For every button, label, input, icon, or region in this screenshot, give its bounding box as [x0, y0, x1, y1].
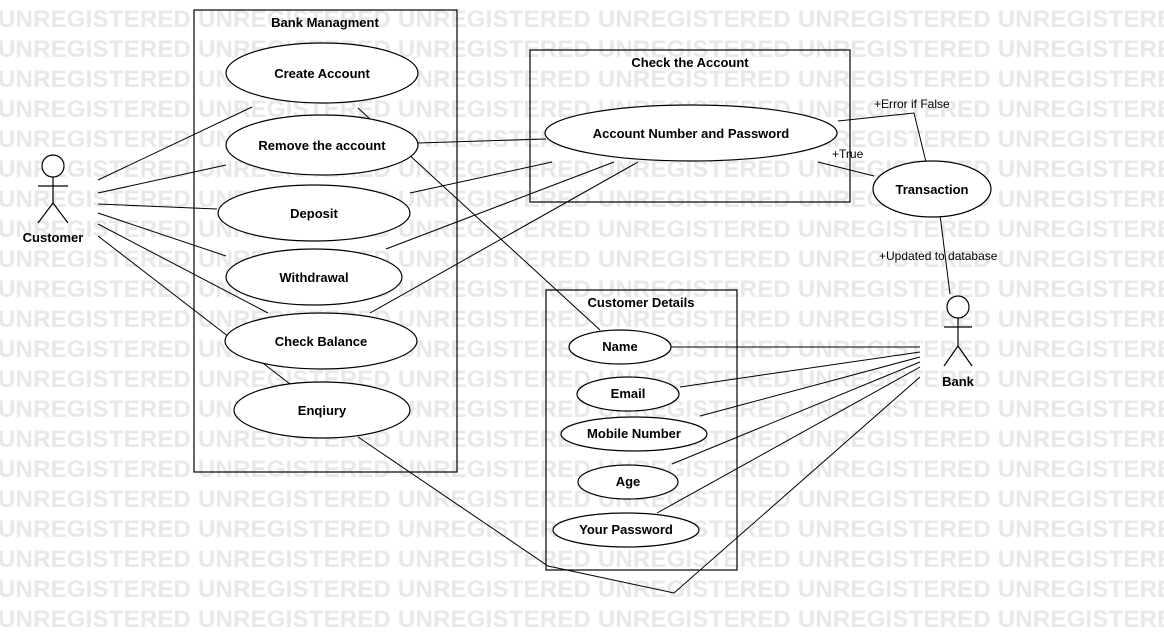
use-case-enquiry[interactable]: Enqiury [233, 381, 411, 439]
customer-details-title: Customer Details [588, 295, 695, 310]
actor-customer[interactable] [37, 154, 69, 224]
watermark-row: UNREGISTERED UNREGISTERED UNREGISTERED U… [0, 336, 1164, 363]
actor-customer-label: Customer [23, 230, 84, 245]
watermark-row: UNREGISTERED UNREGISTERED UNREGISTERED U… [0, 516, 1164, 543]
watermark-row: UNREGISTERED UNREGISTERED UNREGISTERED U… [0, 276, 1164, 303]
use-case-withdrawal[interactable]: Withdrawal [225, 248, 403, 306]
watermark-row: UNREGISTERED UNREGISTERED UNREGISTERED U… [0, 576, 1164, 603]
your-password-label: Your Password [579, 522, 673, 537]
remove-account-label: Remove the account [258, 138, 386, 153]
use-case-account-number-password[interactable]: Account Number and Password [544, 104, 838, 162]
watermark-row: UNREGISTERED UNREGISTERED UNREGISTERED U… [0, 396, 1164, 423]
watermark-row: UNREGISTERED UNREGISTERED UNREGISTERED U… [0, 546, 1164, 573]
use-case-check-balance[interactable]: Check Balance [224, 312, 418, 370]
watermark-row: UNREGISTERED UNREGISTERED UNREGISTERED U… [0, 606, 1164, 633]
use-case-remove-account[interactable]: Remove the account [225, 114, 419, 176]
customer-details-boundary [545, 289, 738, 571]
email-label: Email [611, 386, 646, 401]
deposit-label: Deposit [290, 206, 338, 221]
use-case-your-password[interactable]: Your Password [552, 512, 700, 548]
associations [97, 106, 951, 594]
check-account-title: Check the Account [631, 55, 749, 70]
edge-label-true: +True [832, 147, 864, 161]
edge-label-error-if-false: +Error if False [874, 97, 950, 111]
check-account-boundary [529, 49, 851, 203]
use-case-email[interactable]: Email [576, 376, 680, 412]
check-balance-label: Check Balance [275, 334, 368, 349]
mobile-number-label: Mobile Number [587, 426, 681, 441]
name-label: Name [602, 339, 637, 354]
create-account-label: Create Account [274, 66, 370, 81]
edge-label-updated-to-database: +Updated to database [879, 249, 998, 263]
actor-bank-label: Bank [942, 374, 975, 389]
age-label: Age [616, 474, 641, 489]
watermark-row: UNREGISTERED UNREGISTERED UNREGISTERED U… [0, 486, 1164, 513]
enquiry-label: Enqiury [298, 403, 347, 418]
bank-management-title: Bank Managment [271, 15, 379, 30]
use-case-transaction[interactable]: Transaction [872, 160, 992, 218]
use-case-deposit[interactable]: Deposit [217, 184, 411, 242]
use-case-mobile-number[interactable]: Mobile Number [560, 416, 708, 452]
transaction-label: Transaction [896, 182, 969, 197]
use-case-name[interactable]: Name [568, 329, 672, 365]
account-number-password-label: Account Number and Password [593, 126, 790, 141]
actor-bank[interactable] [943, 295, 973, 367]
bank-management-boundary [193, 9, 458, 473]
withdrawal-label: Withdrawal [279, 270, 348, 285]
use-case-age[interactable]: Age [577, 464, 679, 500]
use-case-create-account[interactable]: Create Account [225, 42, 419, 104]
